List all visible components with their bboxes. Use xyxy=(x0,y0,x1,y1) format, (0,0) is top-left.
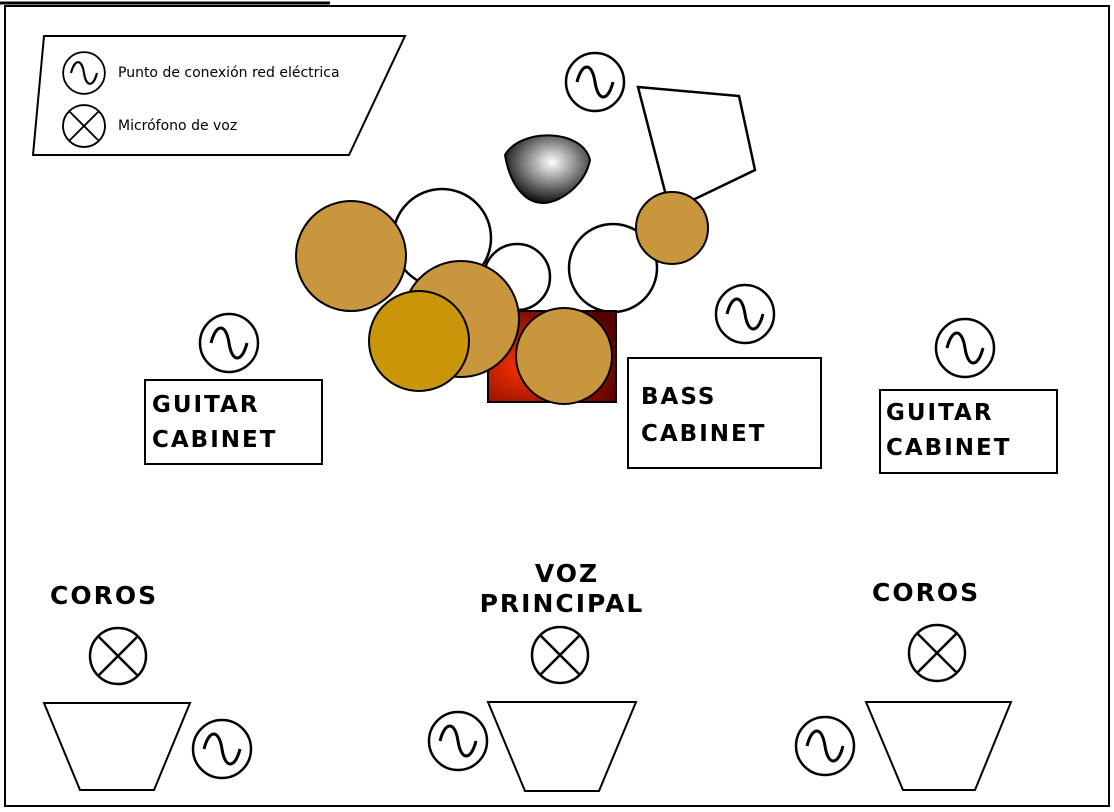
cabinet-label-line1: GUITAR xyxy=(152,392,260,418)
ride-cymbal xyxy=(636,192,708,264)
bass-cabinet: BASS CABINET xyxy=(628,358,821,468)
power-icon-left-wedge xyxy=(193,720,251,778)
vocal-label-left: COROS xyxy=(50,581,158,610)
splash-cymbal xyxy=(516,308,612,404)
vocal-label-center-line2: PRINCIPAL xyxy=(480,589,645,618)
power-icon-left-cab xyxy=(200,314,258,372)
power-icon-right-cab xyxy=(936,319,994,377)
vocal-label-center-line1: VOZ xyxy=(535,559,599,588)
cabinet-label-line1: GUITAR xyxy=(886,400,994,426)
power-icon-center-wedge xyxy=(429,712,487,770)
power-icon-right-wedge xyxy=(796,717,854,775)
cabinet-label-line1: BASS xyxy=(641,384,716,410)
cabinet-label-line2: CABINET xyxy=(641,421,766,447)
vocal-label-right: COROS xyxy=(872,578,980,607)
legend-mic-icon xyxy=(63,105,105,147)
hihat-cymbal xyxy=(369,291,469,391)
legend-power-icon xyxy=(63,52,105,94)
cabinet-label-line2: CABINET xyxy=(152,427,277,453)
crash-cymbal xyxy=(296,201,406,311)
guitar-cabinet-right: GUITAR CABINET xyxy=(880,390,1057,473)
legend-power-label: Punto de conexión red eléctrica xyxy=(118,65,340,81)
guitar-cabinet-left: GUITAR CABINET xyxy=(145,380,322,464)
cabinet-box xyxy=(628,358,821,468)
mic-icon-center xyxy=(532,627,588,683)
mic-icon-left xyxy=(90,628,146,684)
power-icon-bass-cab xyxy=(716,285,774,343)
legend-mic-label: Micrófono de voz xyxy=(118,118,237,134)
cabinet-label-line2: CABINET xyxy=(886,435,1011,461)
power-icon-top xyxy=(566,53,624,111)
mic-icon-right xyxy=(909,625,965,681)
legend: Punto de conexión red eléctrica Micrófon… xyxy=(33,36,405,155)
